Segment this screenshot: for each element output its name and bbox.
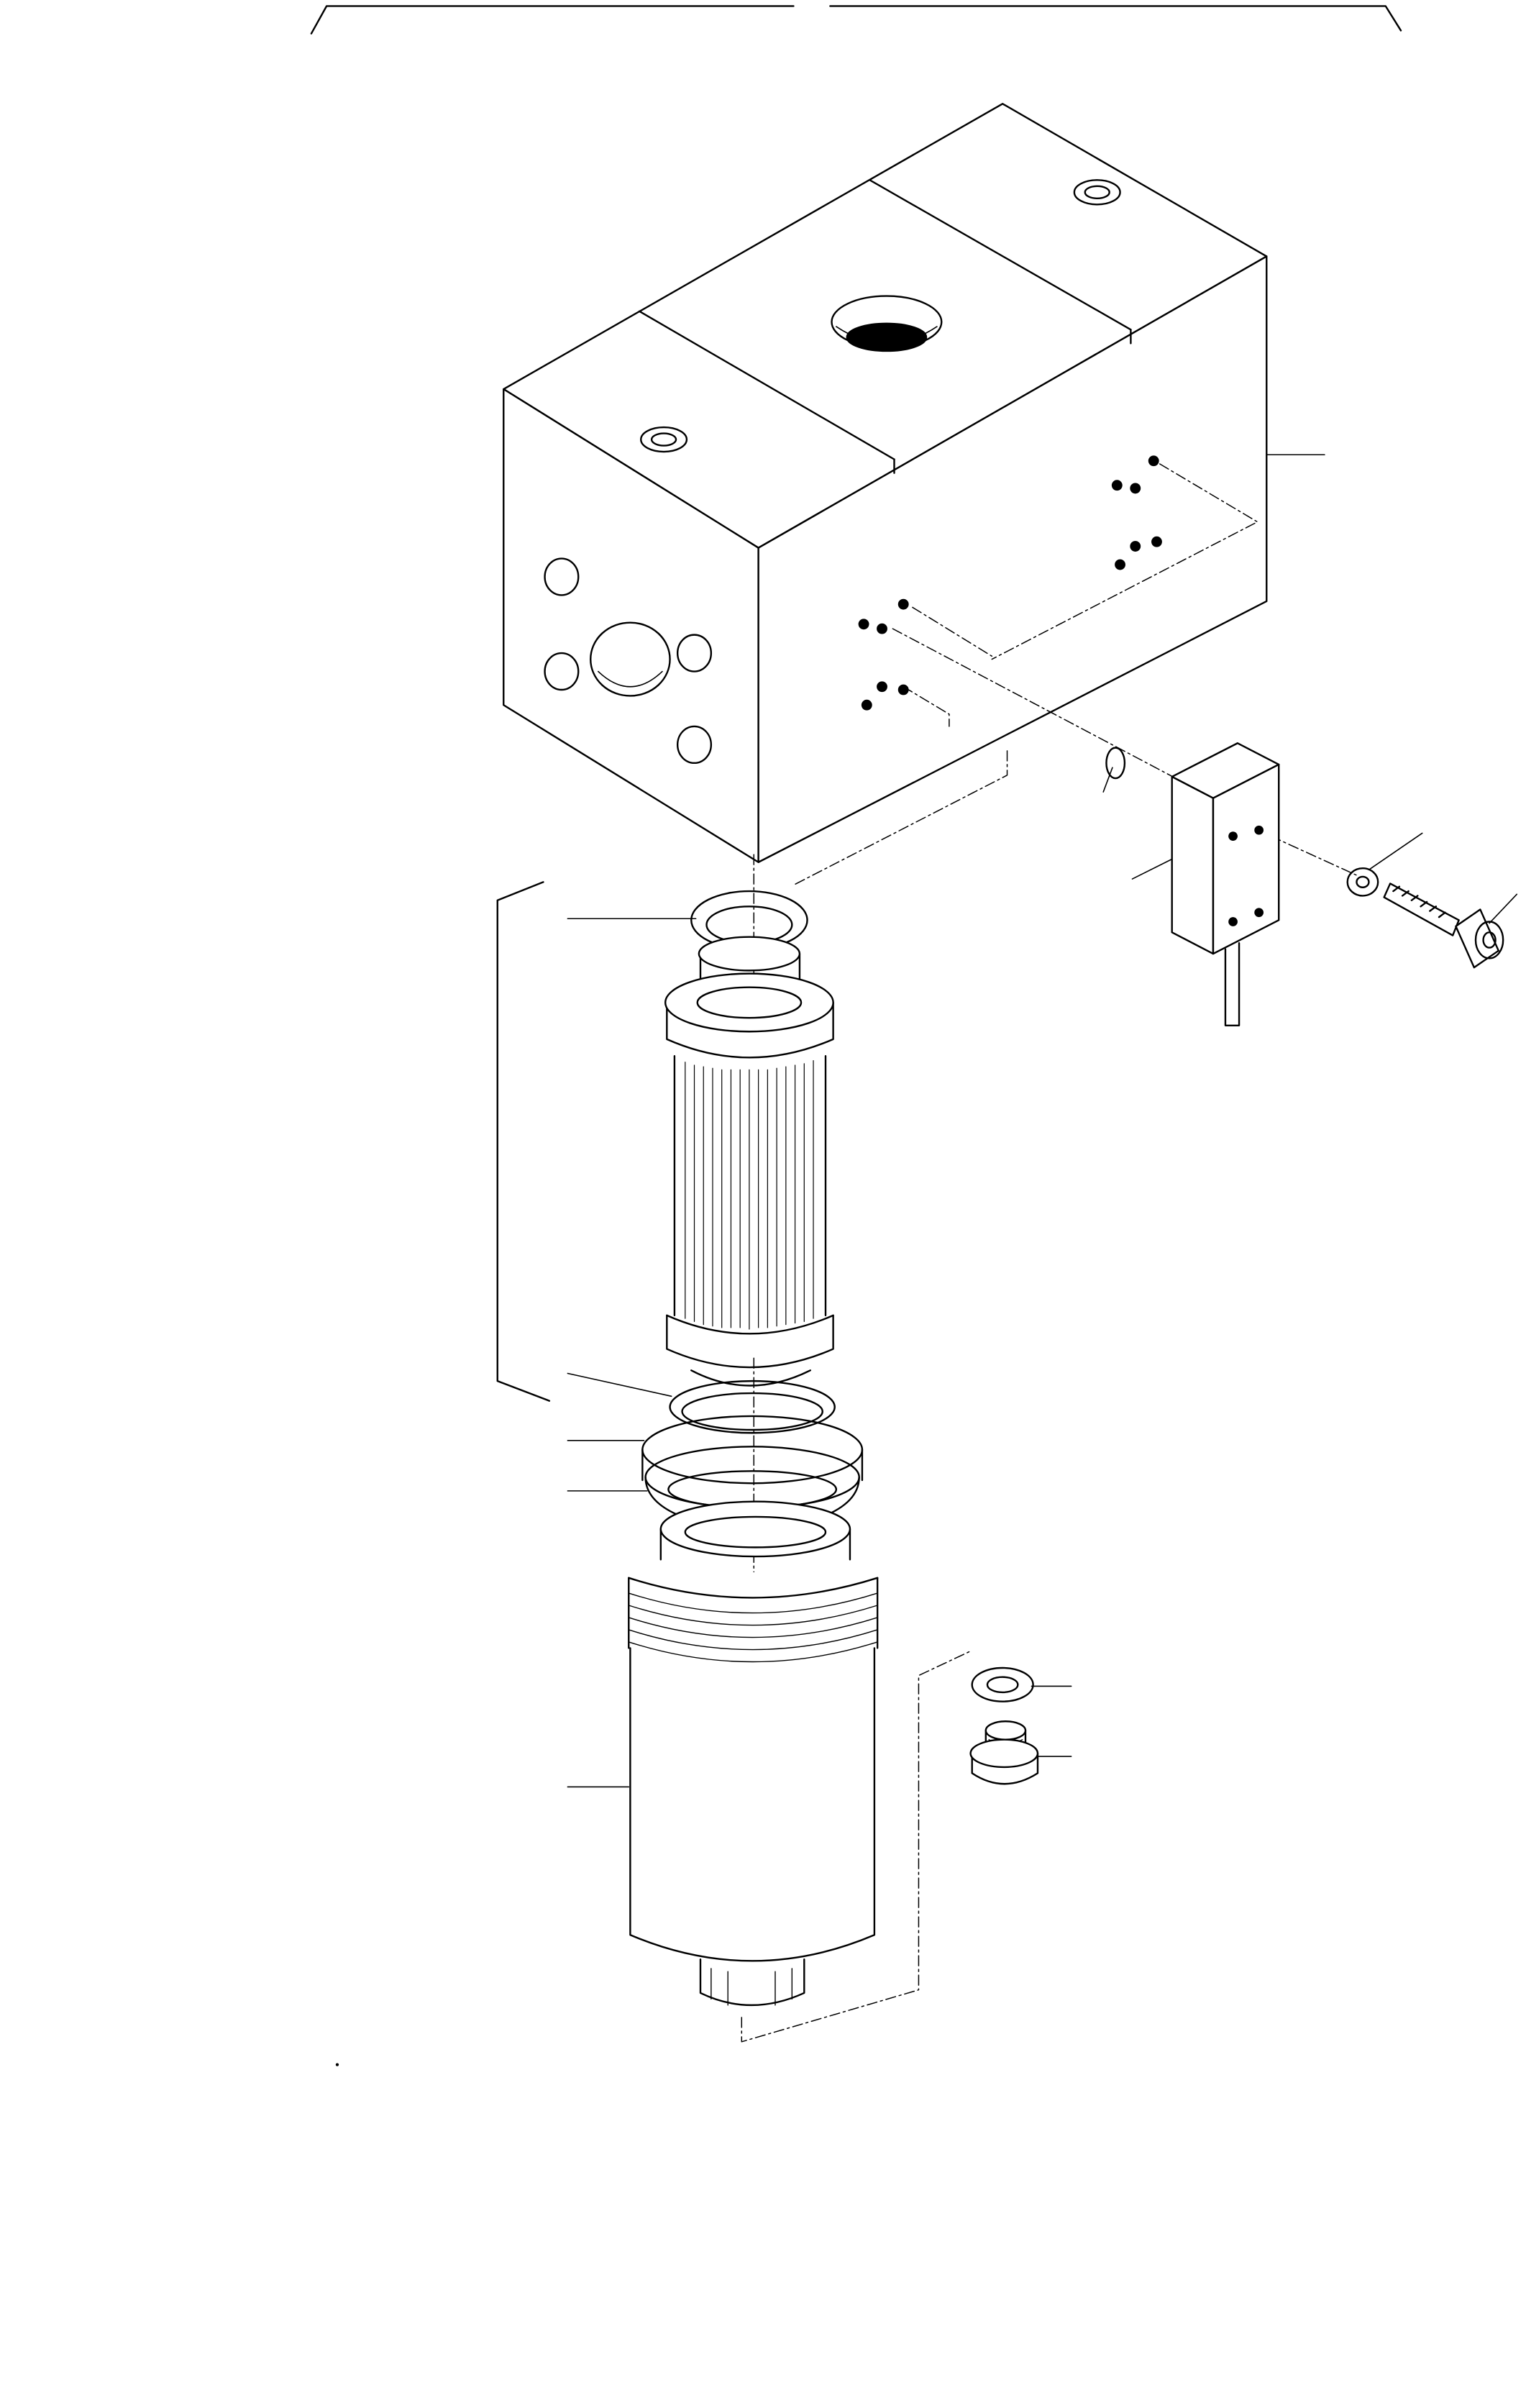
switch-o-ring: [1106, 748, 1124, 778]
callout-leaders: [567, 455, 1517, 1787]
drain-plug-seal: [972, 1668, 1033, 1702]
leader-cap-screw: [1489, 894, 1517, 923]
top-plug-rear: [1074, 180, 1120, 204]
element-kit-bracket: [498, 882, 549, 1400]
pressure-switch: [1172, 743, 1279, 1026]
drain-plug: [971, 1721, 1038, 1784]
scan-speck: [335, 2063, 339, 2066]
front-port: [590, 623, 670, 696]
block-centerlines: [793, 464, 1257, 885]
switch-cable: [1225, 943, 1239, 1026]
top-port: [831, 296, 941, 351]
front-bolt-holes: [545, 559, 711, 763]
filter-element: [665, 937, 833, 1386]
switch-assembly-line: [892, 629, 1358, 876]
leader-o-ring-switch: [1103, 767, 1112, 792]
bowl-o-ring: [642, 1416, 862, 1483]
filter-head-block: [503, 104, 1266, 885]
leader-pressure-switch: [1133, 859, 1172, 880]
filter-pleats: [685, 1061, 813, 1329]
side-mounting-holes: [858, 455, 1162, 711]
filter-bowl: [629, 1502, 877, 2005]
leader-element-seal: [567, 1374, 671, 1397]
lock-washer: [1348, 868, 1378, 895]
cap-screw: [1384, 883, 1504, 967]
top-plug-front: [641, 427, 687, 452]
drain-kit-bracket: [741, 1651, 970, 2042]
element-seal: [670, 1381, 835, 1433]
header-bracket: [311, 6, 1401, 33]
leader-lock-washer: [1369, 833, 1422, 870]
